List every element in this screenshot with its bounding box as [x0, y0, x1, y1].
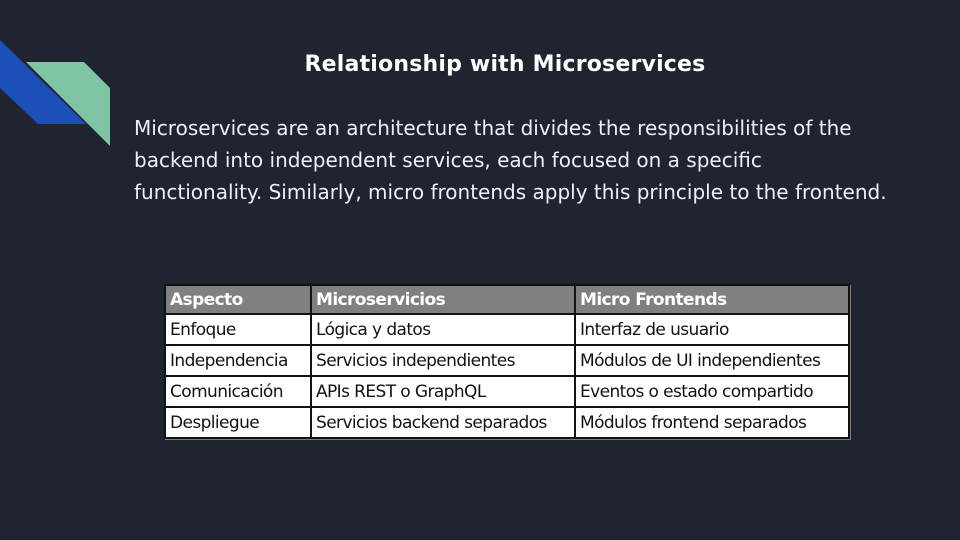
table-cell: Lógica y datos — [310, 313, 576, 346]
header-microservicios: Microservicios — [310, 284, 576, 315]
corner-decoration — [0, 40, 110, 146]
green-stripe — [26, 62, 110, 146]
table-header-row: Aspecto Microservicios Micro Frontends — [164, 284, 850, 315]
table-row: Despliegue Servicios backend separados M… — [164, 406, 850, 439]
table-cell: Enfoque — [164, 313, 312, 346]
slide-body-text: Microservices are an architecture that d… — [134, 116, 887, 204]
table-cell: Servicios backend separados — [310, 406, 576, 439]
comparison-table-image: Aspecto Microservicios Micro Frontends E… — [164, 284, 850, 439]
table-cell: Comunicación — [164, 375, 312, 408]
table-cell: Servicios independientes — [310, 344, 576, 377]
blue-stripe — [0, 40, 86, 124]
table-cell: Despliegue — [164, 406, 312, 439]
table-row: Independencia Servicios independientes M… — [164, 344, 850, 377]
header-aspecto: Aspecto — [164, 284, 312, 315]
table-cell: Independencia — [164, 344, 312, 377]
slide-title: Relationship with Microservices — [304, 52, 706, 77]
table-cell: Interfaz de usuario — [574, 313, 850, 346]
table-cell: Módulos frontend separados — [574, 406, 850, 439]
table-cell: APIs REST o GraphQL — [310, 375, 576, 408]
table-row: Enfoque Lógica y datos Interfaz de usuar… — [164, 313, 850, 346]
table-cell: Eventos o estado compartido — [574, 375, 850, 408]
header-micro-frontends: Micro Frontends — [574, 284, 850, 315]
table-row: Comunicación APIs REST o GraphQL Eventos… — [164, 375, 850, 408]
table-cell: Módulos de UI independientes — [574, 344, 850, 377]
comparison-table: Aspecto Microservicios Micro Frontends E… — [164, 284, 850, 439]
